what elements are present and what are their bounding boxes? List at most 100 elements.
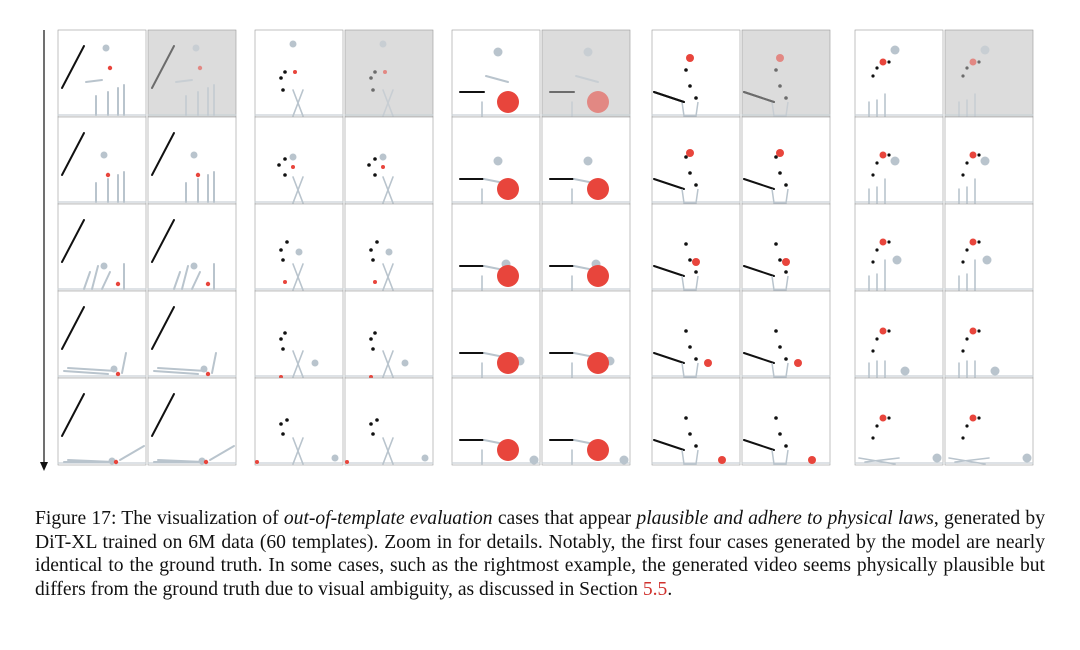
black-dot [369, 248, 373, 252]
black-dot [965, 337, 969, 341]
stick [173, 271, 181, 290]
red-ball [195, 172, 201, 178]
red-ball [782, 258, 790, 266]
black-dot [281, 347, 285, 351]
red-ball [692, 258, 700, 266]
stick [157, 367, 207, 372]
black-dot [887, 60, 891, 64]
black-dot [887, 153, 891, 157]
frame-objects [369, 331, 409, 379]
red-ball [794, 359, 802, 367]
black-dot [281, 88, 285, 92]
cup [771, 449, 789, 465]
red-ball [686, 149, 694, 157]
black-dot [694, 96, 698, 100]
section-reference-link[interactable]: 5.5 [642, 578, 668, 600]
frame [944, 290, 1034, 379]
black-dot [977, 240, 981, 244]
red-ball [718, 456, 726, 464]
cup [681, 449, 699, 465]
red-ball [115, 281, 121, 287]
frame [741, 290, 831, 379]
black-ramp [151, 306, 175, 350]
red-ball [105, 172, 111, 178]
stick [121, 352, 127, 374]
black-dot [784, 444, 788, 448]
frame-objects [743, 416, 816, 465]
stick [83, 271, 91, 290]
frame [344, 203, 434, 292]
frame [944, 29, 1034, 118]
black-dot [784, 357, 788, 361]
black-ramp [151, 219, 175, 263]
black-dot [965, 66, 969, 70]
frame-objects [255, 418, 339, 465]
frame-border [741, 29, 831, 118]
gray-ball [900, 366, 910, 376]
frame-border [147, 290, 237, 379]
frame-objects [61, 393, 145, 465]
cup [771, 275, 789, 291]
frame [741, 377, 831, 466]
black-dot [961, 260, 965, 264]
red-ball [969, 238, 977, 246]
black-dot [373, 70, 377, 74]
frame [741, 116, 831, 205]
red-ball [373, 280, 377, 284]
frame [57, 29, 147, 118]
black-ramp [61, 219, 85, 263]
frame-objects [151, 306, 217, 377]
gray-ball [190, 151, 198, 159]
frame-border [741, 377, 831, 466]
stick [191, 271, 201, 290]
frame-border [741, 116, 831, 205]
black-dot [373, 157, 377, 161]
frame [57, 377, 147, 466]
frame-objects [549, 259, 609, 291]
cross-stick [292, 176, 304, 204]
figure-grid [40, 29, 1034, 471]
frame [741, 29, 831, 118]
black-dot [778, 84, 782, 88]
gray-ball [100, 262, 108, 270]
frame-border [451, 290, 541, 379]
black-ramp [743, 439, 775, 451]
black-dot [871, 74, 875, 78]
frame-objects [459, 156, 519, 204]
stick [63, 370, 109, 375]
black-dot [774, 155, 778, 159]
frame [541, 116, 631, 205]
stick [67, 367, 117, 372]
frame-objects [459, 47, 519, 117]
black-dot [281, 258, 285, 262]
cup [681, 101, 699, 117]
case-4 [651, 29, 831, 466]
black-dot [285, 240, 289, 244]
frame-objects [743, 329, 802, 378]
cup [681, 275, 699, 291]
black-dot [371, 432, 375, 436]
black-ramp [743, 265, 775, 277]
time-arrow-head [40, 462, 48, 471]
black-dot [778, 171, 782, 175]
black-ramp [61, 45, 85, 89]
red-ball [291, 165, 295, 169]
black-dot [688, 258, 692, 262]
generated-column [147, 29, 237, 466]
frame-objects [549, 156, 609, 204]
red-ball [203, 459, 209, 465]
frame-border [57, 290, 147, 379]
frame-objects [868, 327, 910, 378]
black-dot [977, 153, 981, 157]
frame [451, 29, 541, 118]
black-dot [965, 424, 969, 428]
frame [541, 377, 631, 466]
frame [541, 290, 631, 379]
cross-stick [382, 263, 394, 291]
red-ball [283, 280, 287, 284]
frame-border [651, 377, 741, 466]
frame-objects [459, 439, 539, 465]
gray-ball [529, 455, 539, 465]
gray-ball [108, 457, 116, 465]
frame-objects [948, 414, 1032, 465]
